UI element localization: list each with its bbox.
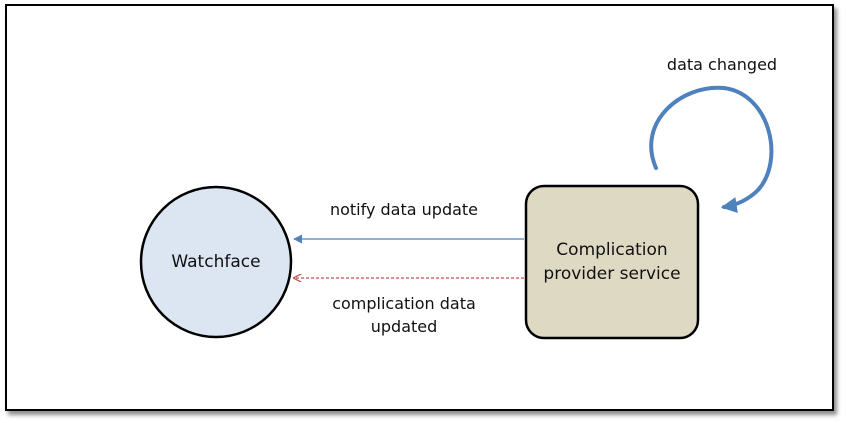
provider-label: Complication provider service [526,238,698,286]
updated-label-line2: updated [370,317,438,336]
updated-label-line1: complication data [332,294,476,313]
data-changed-label: data changed [666,55,778,74]
data-changed-loop [649,85,774,213]
provider-node [524,184,700,340]
updated-label: complication data updated [304,292,504,338]
notify-label: notify data update [329,200,479,219]
provider-label-line1: Complication [556,240,668,260]
watchface-node [139,185,293,339]
watchface-label: Watchface [171,252,261,272]
provider-label-line2: provider service [543,264,681,284]
